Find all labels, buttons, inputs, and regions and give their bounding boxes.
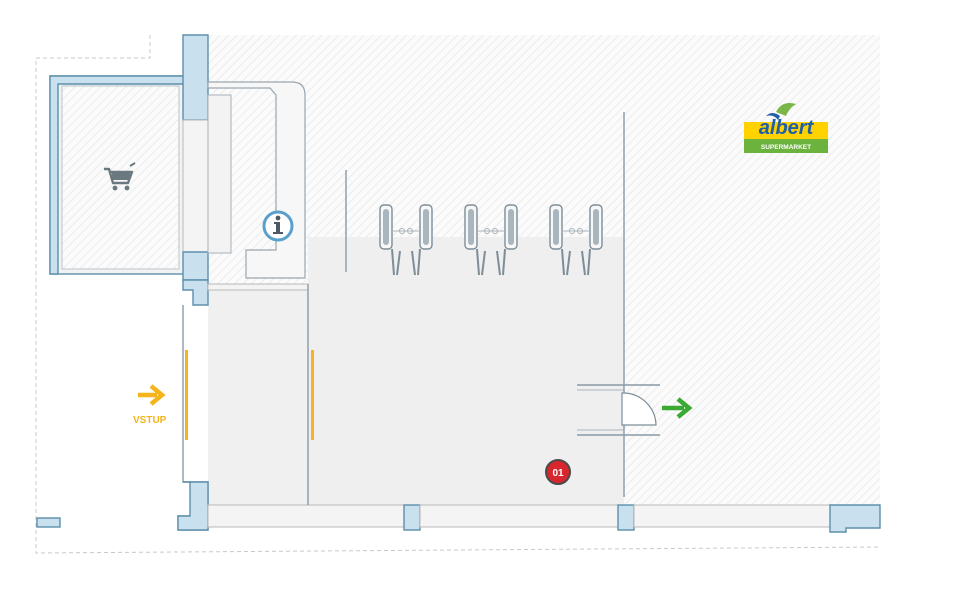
- cart-storage-room: [49, 75, 186, 275]
- security-gate-icon: [379, 204, 433, 276]
- site-boundary: [35, 35, 881, 554]
- security-gates: [379, 204, 603, 276]
- entrance-doors: [185, 350, 314, 440]
- entrance-arrow-icon: [138, 384, 166, 406]
- albert-supermarket-logo: albert SUPERMARKET: [744, 103, 828, 153]
- store-number-label: 01: [552, 468, 564, 479]
- entrance-label: VSTUP: [133, 415, 167, 426]
- albert-logo-subtitle: SUPERMARKET: [761, 144, 811, 151]
- security-gate-icon: [549, 204, 603, 276]
- albert-logo-wordmark: albert: [759, 117, 815, 139]
- info-icon: [262, 210, 294, 242]
- exit-arrow-icon: [662, 397, 693, 419]
- store-number-badge[interactable]: 01: [545, 459, 571, 485]
- floor-zones: [208, 237, 624, 505]
- door-swing-icon: [621, 392, 657, 426]
- vestibule-walls: [307, 112, 625, 505]
- building-walls: [36, 34, 881, 533]
- security-gate-icon: [464, 204, 518, 276]
- shopping-cart-icon: [104, 162, 136, 191]
